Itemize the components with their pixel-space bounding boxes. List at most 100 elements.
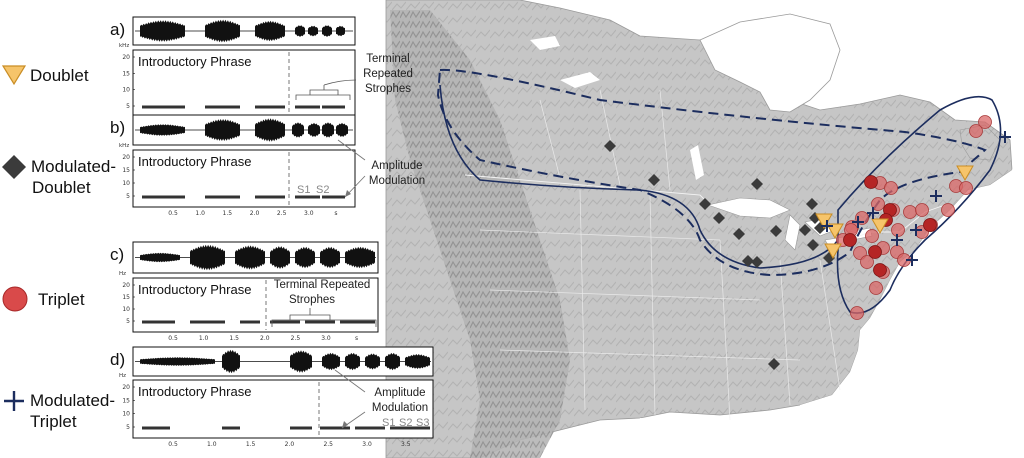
northern-lakes (530, 36, 600, 88)
note-trace (322, 195, 345, 199)
x-tick-label: 2.5 (323, 441, 333, 448)
triangle-marker-icon (871, 218, 889, 235)
circle-marker-icon (923, 218, 937, 232)
song-panels: a)kHz20151050.51.01.52.02.53.0sIntroduct… (110, 16, 434, 448)
plus-marker-icon (4, 391, 24, 411)
diamond-marker-icon (604, 140, 616, 152)
plus-marker-icon (999, 131, 1011, 143)
diamond-marker-icon (806, 198, 818, 210)
x-tick-label: 1.5 (229, 335, 239, 342)
triangle-marker-icon (824, 243, 842, 260)
waveform-burst (365, 353, 380, 370)
x-tick-label: s (355, 335, 358, 342)
x-tick-label: 2.0 (285, 441, 295, 448)
x-tick-label: 3.0 (321, 335, 331, 342)
waveform-burst (308, 25, 318, 37)
song-panel-1: a)kHz20151050.51.01.52.02.53.0sIntroduct… (110, 16, 413, 127)
lake-winnipeg (690, 145, 704, 180)
strophe-label: S2 (399, 417, 412, 429)
diamond-marker-icon (648, 174, 660, 186)
annotation-text: Terminal Repeated (274, 279, 371, 291)
bracket-connector (295, 79, 357, 100)
note-trace (142, 195, 185, 199)
note-trace (290, 426, 312, 430)
triangle-marker-icon (826, 223, 844, 240)
waveform-burst (290, 350, 312, 373)
annotation-text: Terminal (366, 53, 409, 65)
waveform-burst (255, 20, 285, 42)
circle-marker-icon (843, 233, 857, 247)
waveform-burst (345, 352, 360, 371)
y-tick-label: 20 (122, 54, 130, 61)
waveform-burst (235, 245, 265, 270)
x-tick-label: 3.0 (304, 210, 314, 217)
y-tick-label: 10 (122, 87, 130, 94)
note-trace (222, 426, 240, 430)
waveform-burst (292, 122, 304, 138)
waveform-burst (255, 118, 285, 142)
x-tick-label: 1.0 (199, 335, 209, 342)
legend-label: Modulated- Doublet (31, 157, 116, 197)
waveform-burst (222, 349, 240, 374)
x-tick-label: 2.0 (260, 335, 270, 342)
x-tick-label: 1.5 (246, 441, 256, 448)
waveform-burst (295, 246, 315, 269)
legend-label-line: Modulated- (31, 157, 116, 176)
circle-marker-icon (865, 229, 879, 243)
strophe-label: S2 (316, 184, 329, 196)
y-tick-label: 15 (122, 397, 130, 404)
note-trace (205, 105, 240, 109)
x-tick-label: 1.0 (207, 441, 217, 448)
frequency-unit: kHz (119, 43, 129, 49)
note-trace (190, 320, 225, 324)
annotation-text: Strophes (289, 294, 335, 306)
bracket-connector (271, 308, 377, 327)
circle-marker-icon (978, 115, 992, 129)
diamond-marker-icon (699, 198, 711, 210)
annotation-text: Strophes (365, 83, 411, 95)
circle-marker-icon (850, 306, 864, 320)
y-tick-label: 15 (122, 294, 130, 301)
waveform-burst (205, 119, 240, 141)
x-tick-label: 2.5 (291, 335, 301, 342)
note-trace (270, 320, 300, 324)
legend-label: Triplet (38, 290, 85, 309)
diamond-marker-icon (733, 228, 745, 240)
waveform-burst (322, 122, 334, 138)
waveform-burst (345, 246, 375, 269)
circle-marker-icon (869, 281, 883, 295)
strophe-label: S3 (416, 417, 429, 429)
legend-item-modulated-triplet: Modulated-Triplet (4, 391, 115, 431)
y-tick-label: 5 (126, 193, 130, 200)
x-tick-label: 0.5 (168, 335, 178, 342)
diamond-marker-icon (742, 255, 754, 267)
phrase-label: Introductory Phrase (138, 282, 251, 297)
annotation-text: Repeated (363, 68, 413, 80)
note-trace (355, 426, 385, 430)
diamond-marker-icon (713, 212, 725, 224)
legend-label-line: Doublet (32, 178, 91, 197)
circle-marker-icon (873, 263, 887, 277)
waveform-burst (205, 19, 240, 43)
x-tick-label: 3.0 (362, 441, 372, 448)
modulated-range-outline (439, 84, 839, 269)
x-tick-label: 2.0 (250, 210, 260, 217)
note-trace (205, 195, 240, 199)
waveform-burst (336, 122, 348, 137)
y-tick-label: 15 (122, 167, 130, 174)
waveform-burst (140, 124, 185, 136)
y-tick-label: 20 (122, 282, 130, 289)
circle-marker-icon (915, 203, 929, 217)
legend-item-modulated-doublet: Modulated- Doublet (2, 155, 116, 197)
panel-label: d) (110, 350, 125, 369)
waveform-burst (320, 246, 340, 269)
plus-marker-icon (821, 220, 833, 232)
annotation-text: Modulation (372, 402, 428, 414)
y-tick-label: 5 (126, 103, 130, 110)
note-trace (320, 426, 350, 430)
y-tick-label: 15 (122, 70, 130, 77)
